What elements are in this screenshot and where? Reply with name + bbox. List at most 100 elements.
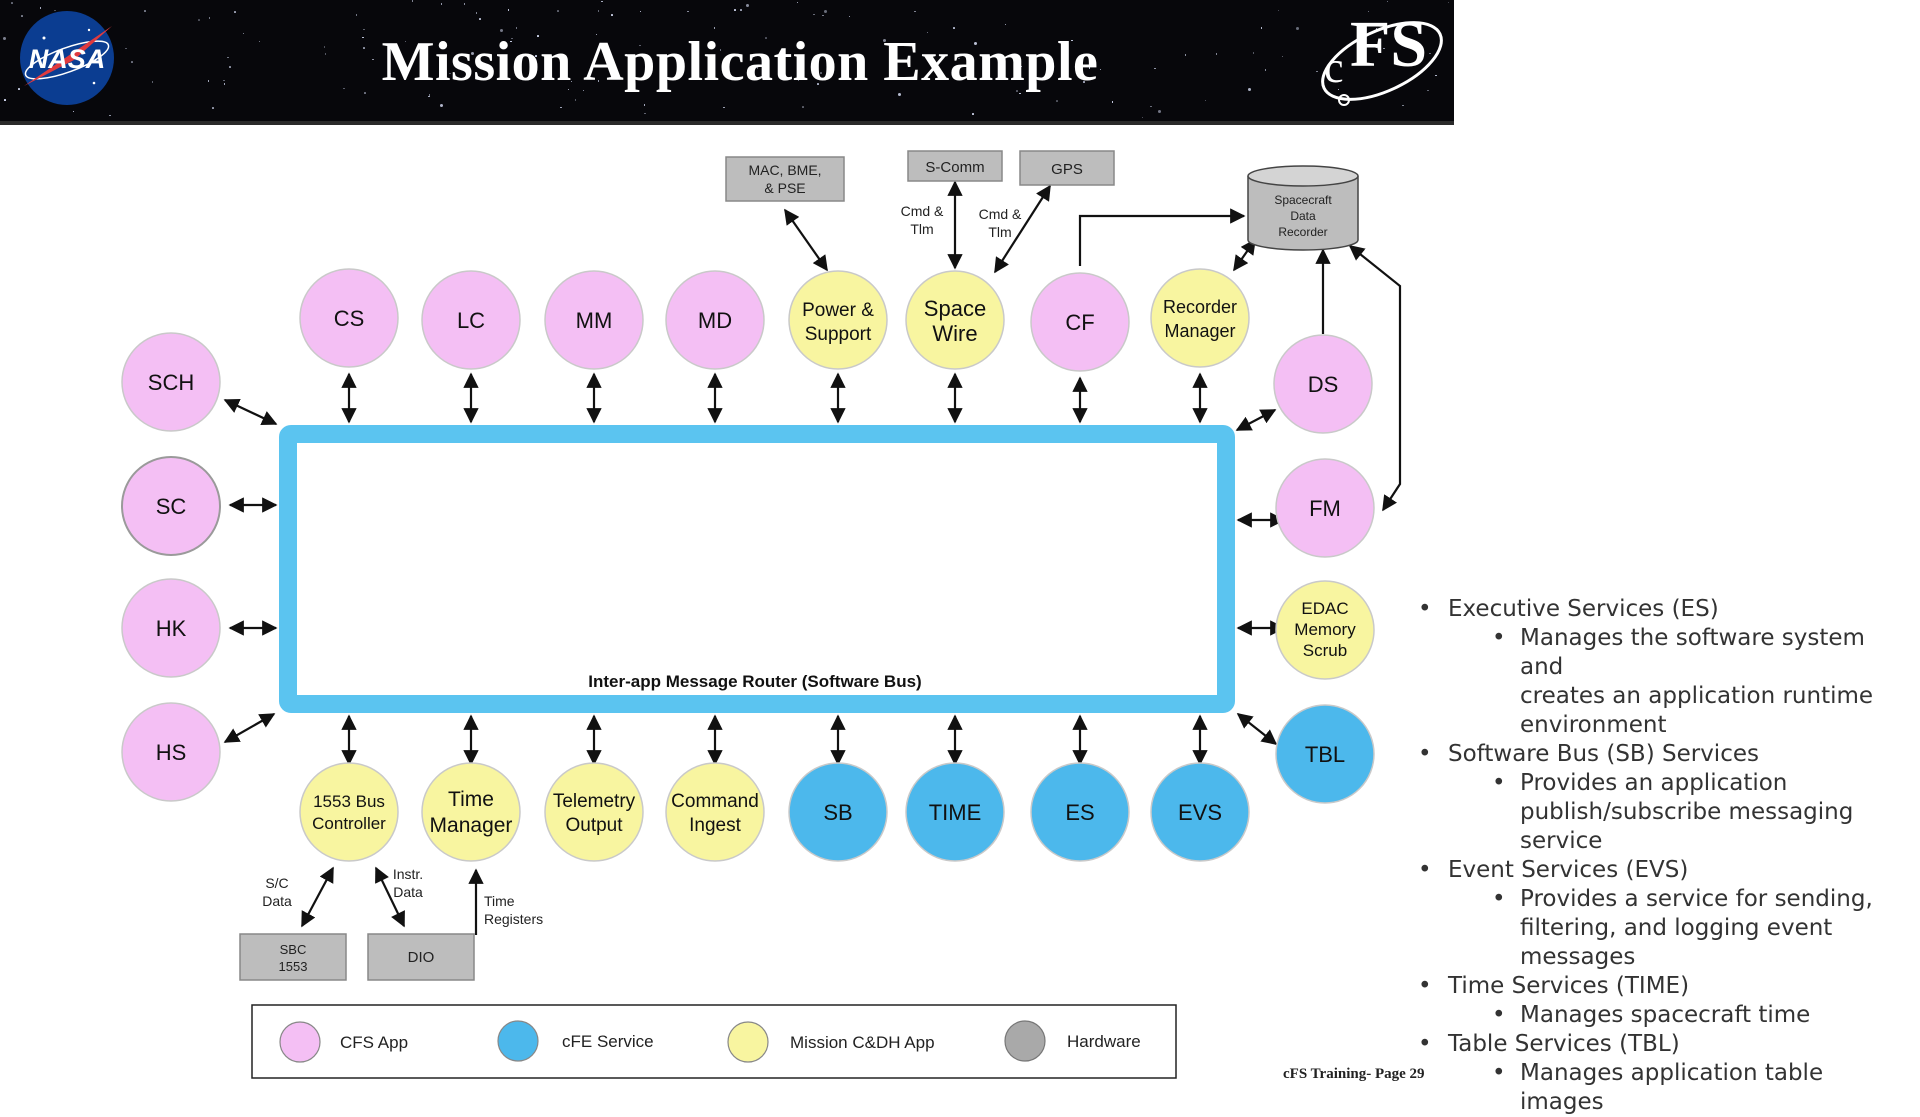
- header-star: [723, 106, 725, 109]
- service-item: Executive Services (ES): [1418, 595, 1913, 624]
- service-detail: Manages application table images: [1492, 1059, 1913, 1117]
- node-lc: LC: [421, 270, 521, 370]
- header-star: [404, 40, 407, 43]
- header-star: [644, 112, 646, 115]
- header-star: [198, 19, 200, 21]
- header-star: [1141, 116, 1144, 119]
- service-item: Time Services (TIME): [1418, 972, 1913, 1001]
- svg-text:Cmd &Tlm: Cmd &Tlm: [901, 203, 944, 237]
- header-star: [639, 10, 642, 13]
- hardware-scomm: S-Comm: [907, 150, 1003, 182]
- header-star: [428, 95, 430, 98]
- header-star: [546, 63, 549, 66]
- svg-text:ES: ES: [1065, 800, 1094, 825]
- svg-text:SCH: SCH: [148, 370, 194, 395]
- header-star: [756, 67, 759, 69]
- legend-mission-app: Mission C&DH App: [790, 1033, 935, 1052]
- header-star: [372, 58, 374, 61]
- header-star: [1447, 1, 1450, 4]
- recorder-line3: Recorder: [1278, 225, 1327, 239]
- header-star: [1083, 81, 1085, 83]
- node-sc: SC: [121, 456, 221, 556]
- service-detail-line: Manages application table images: [1520, 1060, 1824, 1115]
- service-detail-line: filtering, and logging event: [1520, 915, 1833, 941]
- service-detail-line: environment: [1520, 712, 1667, 738]
- header-star: [1427, 89, 1429, 92]
- header-star: [227, 56, 229, 59]
- header-star: [1016, 90, 1018, 92]
- header-star: [39, 7, 42, 9]
- header-star: [212, 107, 214, 109]
- svg-text:CS: CS: [334, 306, 365, 331]
- svg-text:DS: DS: [1308, 372, 1339, 397]
- legend-cfs-app: CFS App: [340, 1033, 408, 1052]
- header-star: [657, 89, 659, 91]
- svg-text:Power &Support: Power &Support: [802, 300, 874, 345]
- header-star: [1435, 74, 1437, 77]
- header-star: [1049, 69, 1052, 71]
- header-star: [611, 14, 613, 16]
- nasa-logo: NASA: [20, 11, 114, 105]
- node-fm: FM: [1275, 458, 1375, 558]
- header-star: [1020, 65, 1022, 68]
- header-star: [1337, 88, 1340, 91]
- header-star: [597, 10, 600, 12]
- header-star: [595, 33, 598, 36]
- header-star: [537, 35, 539, 37]
- svg-text:SB: SB: [823, 800, 852, 825]
- legend-hardware: Hardware: [1067, 1032, 1141, 1051]
- header-star: [926, 31, 929, 34]
- header-star: [18, 88, 20, 90]
- header-star: [765, 37, 767, 39]
- svg-text:SC: SC: [156, 494, 187, 519]
- recorder-line2: Data: [1290, 209, 1316, 223]
- hardware-dio-label: DIO: [408, 949, 435, 966]
- service-item: Table Services (TBL): [1418, 1030, 1913, 1059]
- service-detail-line: Provides an application: [1520, 770, 1788, 796]
- recorder-line1: Spacecraft: [1274, 193, 1332, 207]
- slide-title: Mission Application Example: [381, 31, 1099, 93]
- software-bus: [279, 425, 1235, 713]
- header-star: [323, 46, 326, 48]
- sbc-line1: SBC: [280, 942, 307, 957]
- svg-text:TIME: TIME: [929, 800, 982, 825]
- page-footer: cFS Training- Page 29: [1283, 1066, 1425, 1082]
- header-star: [1252, 52, 1255, 54]
- cmd-tlm-2-line1: Cmd &: [979, 206, 1022, 222]
- header-star: [411, 0, 414, 2]
- cmd-tlm-1-line1: Cmd &: [901, 203, 944, 219]
- header-star: [2, 37, 6, 41]
- node-hk: HK: [121, 578, 221, 678]
- service-detail: Provides an applicationpublish/subscribe…: [1492, 769, 1913, 856]
- node-md: MD: [665, 270, 765, 370]
- header-star: [428, 94, 431, 96]
- header-star: [822, 14, 824, 17]
- svg-text:HS: HS: [156, 740, 187, 765]
- service-detail-line: Manages spacecraft time: [1520, 1002, 1811, 1028]
- services-list: Executive Services (ES)Manages the softw…: [1418, 595, 1913, 1117]
- bus-connections: [223, 372, 1286, 766]
- time-registers-line1: Time: [484, 893, 515, 909]
- header-star: [363, 28, 365, 31]
- cfs-logo-big: FS: [1350, 8, 1427, 81]
- header-star: [1375, 28, 1378, 30]
- header-star: [601, 0, 603, 3]
- header-star: [223, 79, 225, 82]
- hardware-mac-line1: MAC, BME,: [748, 162, 821, 178]
- header-star: [234, 11, 236, 13]
- header-star: [440, 104, 444, 108]
- header-star: [883, 39, 887, 43]
- instr-data-line1: Instr.: [393, 866, 423, 882]
- header-star: [643, 104, 646, 106]
- node-es: ES: [1030, 762, 1130, 862]
- header-star: [713, 27, 716, 29]
- service-detail-line: messages: [1520, 944, 1636, 970]
- service-detail-line: service: [1520, 828, 1603, 854]
- header-star: [890, 63, 893, 66]
- sc-data-line1: S/C: [265, 875, 288, 891]
- svg-text:HK: HK: [156, 616, 187, 641]
- svg-text:CF: CF: [1065, 310, 1094, 335]
